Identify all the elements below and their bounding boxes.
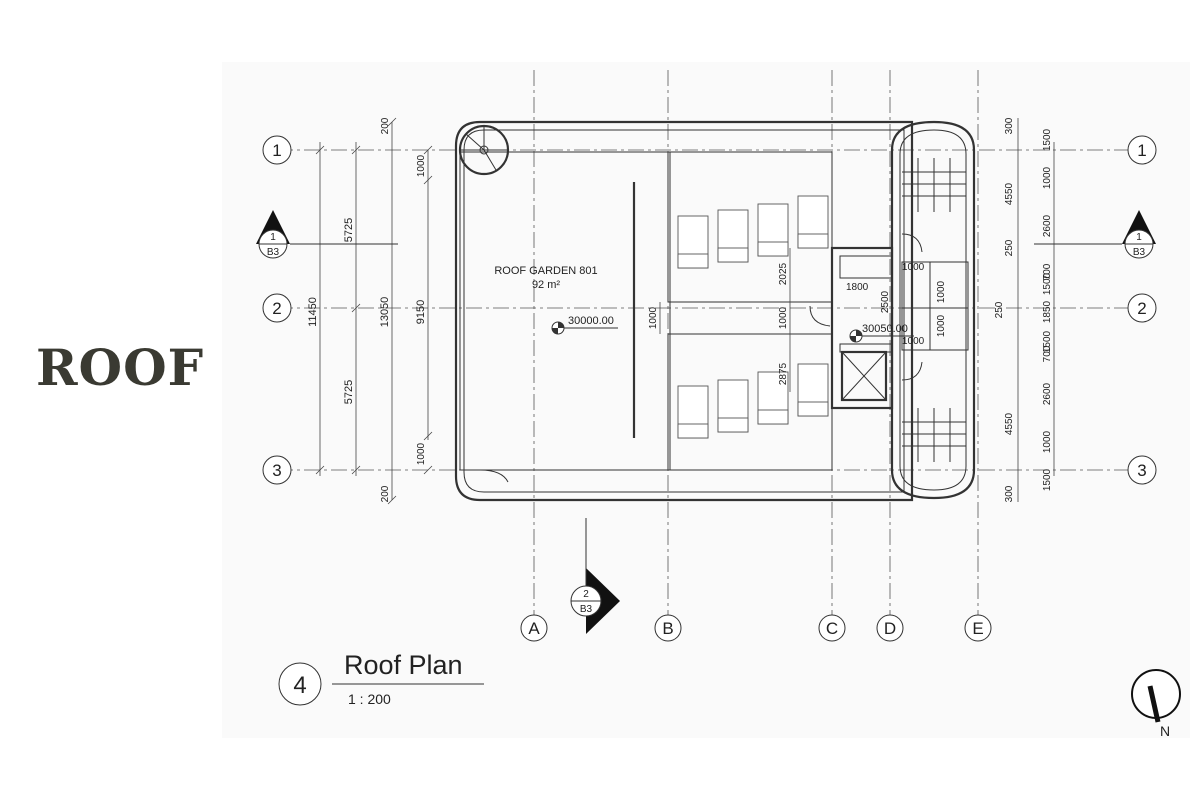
dim-right-b-label: 1850 bbox=[1042, 300, 1053, 323]
dim-interior-label: 2500 bbox=[880, 290, 891, 313]
stair-treads-bottom bbox=[902, 408, 966, 462]
grid-bubble-row-2-right bbox=[1127, 293, 1157, 323]
section-marker-left: 1 B3 bbox=[256, 210, 398, 259]
grid-row-label: 2 bbox=[1137, 299, 1146, 318]
section-number: 2 bbox=[583, 589, 589, 600]
building-outline bbox=[454, 120, 976, 502]
dim-interior-label: 1000 bbox=[902, 336, 925, 347]
roof-plan-drawing: ROOF GARDEN 801 92 m² 30000.00 30050.00 … bbox=[256, 70, 1181, 738]
dim-right-b-label: 1000 bbox=[1042, 430, 1053, 453]
grid-col-label: A bbox=[528, 619, 540, 638]
grid-col-label: D bbox=[884, 619, 896, 638]
dim-left-inner-label: 5725 bbox=[343, 218, 355, 242]
grid-row-label: 2 bbox=[272, 299, 281, 318]
dim-right-a-label: 4550 bbox=[1004, 412, 1015, 435]
dim-right-a-label: 4550 bbox=[1004, 182, 1015, 205]
grid-bubbles-columns: A B C D E bbox=[520, 614, 992, 642]
grid-col-label: C bbox=[826, 619, 838, 638]
grid-col-label: E bbox=[972, 619, 983, 638]
lounger-chairs bbox=[677, 195, 829, 439]
dim-left-edge-label: 200 bbox=[380, 117, 391, 134]
dim-left-total-label: 13050 bbox=[379, 297, 391, 328]
dim-right-b-label: 1000 bbox=[1042, 166, 1053, 189]
dim-interior-label: 1000 bbox=[778, 306, 789, 329]
section-marker-bottom: 2 B3 bbox=[570, 518, 620, 634]
dim-left-inner-label: 5725 bbox=[343, 380, 355, 404]
grid-row-label: 3 bbox=[1137, 461, 1146, 480]
page-title: ROOF bbox=[36, 338, 205, 397]
dim-left-core-label: 1000 bbox=[416, 154, 427, 177]
view-title: Roof Plan bbox=[344, 650, 463, 680]
dim-interior-label: 1800 bbox=[846, 282, 869, 293]
grid-row-label: 3 bbox=[272, 461, 281, 480]
dim-right-b-label: 700 bbox=[1042, 263, 1053, 280]
level-label-core: 30050.00 bbox=[862, 323, 908, 335]
dim-left-core-label: 9150 bbox=[415, 300, 427, 324]
dim-left-edge-label: 200 bbox=[380, 485, 391, 502]
dim-interior-label: 1000 bbox=[648, 306, 659, 329]
dimensions-interior: 2025 1000 1000 2875 1800 2500 1000 1000 … bbox=[648, 248, 947, 392]
section-sheet: B3 bbox=[1133, 247, 1146, 258]
dim-right-a-label: 300 bbox=[1004, 117, 1015, 134]
dim-right-a-label: 300 bbox=[1004, 485, 1015, 502]
level-marker-core: 30050.00 bbox=[849, 323, 914, 343]
dim-right-b-label: 1500 bbox=[1042, 272, 1053, 295]
grid-bubble-row-2 bbox=[262, 293, 292, 323]
dim-left-outer-label: 11450 bbox=[307, 297, 319, 327]
partitions bbox=[459, 151, 969, 471]
grid-bubble-row-1-right bbox=[1127, 135, 1157, 165]
dim-interior-label: 2025 bbox=[778, 262, 789, 285]
section-marker-right: 1 B3 bbox=[1034, 210, 1156, 259]
grid-bubble-row-3-right bbox=[1127, 455, 1157, 485]
dim-right-b-label: 1500 bbox=[1042, 468, 1053, 491]
room-area: 92 m² bbox=[532, 279, 560, 291]
dimensions-right: 300 4550 250 250 4550 300 1500 1000 2600… bbox=[994, 117, 1055, 502]
dim-interior-label: 1000 bbox=[936, 314, 947, 337]
view-title-block: 4 Roof Plan 1 : 200 bbox=[278, 650, 484, 707]
stair-treads-top bbox=[902, 158, 966, 212]
view-scale: 1 : 200 bbox=[348, 691, 391, 707]
section-number: 1 bbox=[270, 232, 276, 243]
grid-bubbles-rows: 1 2 3 1 2 3 bbox=[262, 135, 1157, 485]
level-label-garden: 30000.00 bbox=[568, 315, 614, 327]
grid-bubble-row-3 bbox=[262, 455, 292, 485]
drawing-sheet: ROOF GARDEN 801 92 m² 30000.00 30050.00 … bbox=[222, 62, 1190, 738]
grid-col-label: B bbox=[662, 619, 673, 638]
north-arrow-icon: N bbox=[1131, 669, 1181, 738]
dim-right-b-label: 1500 bbox=[1042, 128, 1053, 151]
grid-row-label: 1 bbox=[1137, 141, 1146, 160]
dim-left-core-label: 1000 bbox=[416, 442, 427, 465]
dim-interior-label: 1000 bbox=[936, 280, 947, 303]
dim-right-b-label: 2600 bbox=[1042, 382, 1053, 405]
dim-interior-label: 2875 bbox=[778, 362, 789, 385]
level-marker-garden: 30000.00 bbox=[551, 315, 618, 335]
dim-right-a-label: 250 bbox=[1004, 239, 1015, 256]
dim-right-b-label: 700 bbox=[1042, 345, 1053, 362]
section-sheet: B3 bbox=[580, 604, 593, 615]
dim-interior-label: 1000 bbox=[902, 262, 925, 273]
dim-right-a-label: 250 bbox=[994, 301, 1005, 318]
section-sheet: B3 bbox=[267, 247, 280, 258]
dimensions-left: 11450 5725 5725 13050 200 200 9150 1000 … bbox=[307, 117, 433, 505]
section-number: 1 bbox=[1136, 232, 1142, 243]
dim-right-b-label: 1500 bbox=[1042, 330, 1053, 353]
grid-bubble-row-1 bbox=[262, 135, 292, 165]
north-label: N bbox=[1160, 723, 1170, 738]
dim-right-b-label: 2600 bbox=[1042, 214, 1053, 237]
room-name: ROOF GARDEN 801 bbox=[494, 265, 597, 277]
view-number: 4 bbox=[293, 672, 306, 699]
grid-row-label: 1 bbox=[272, 141, 281, 160]
